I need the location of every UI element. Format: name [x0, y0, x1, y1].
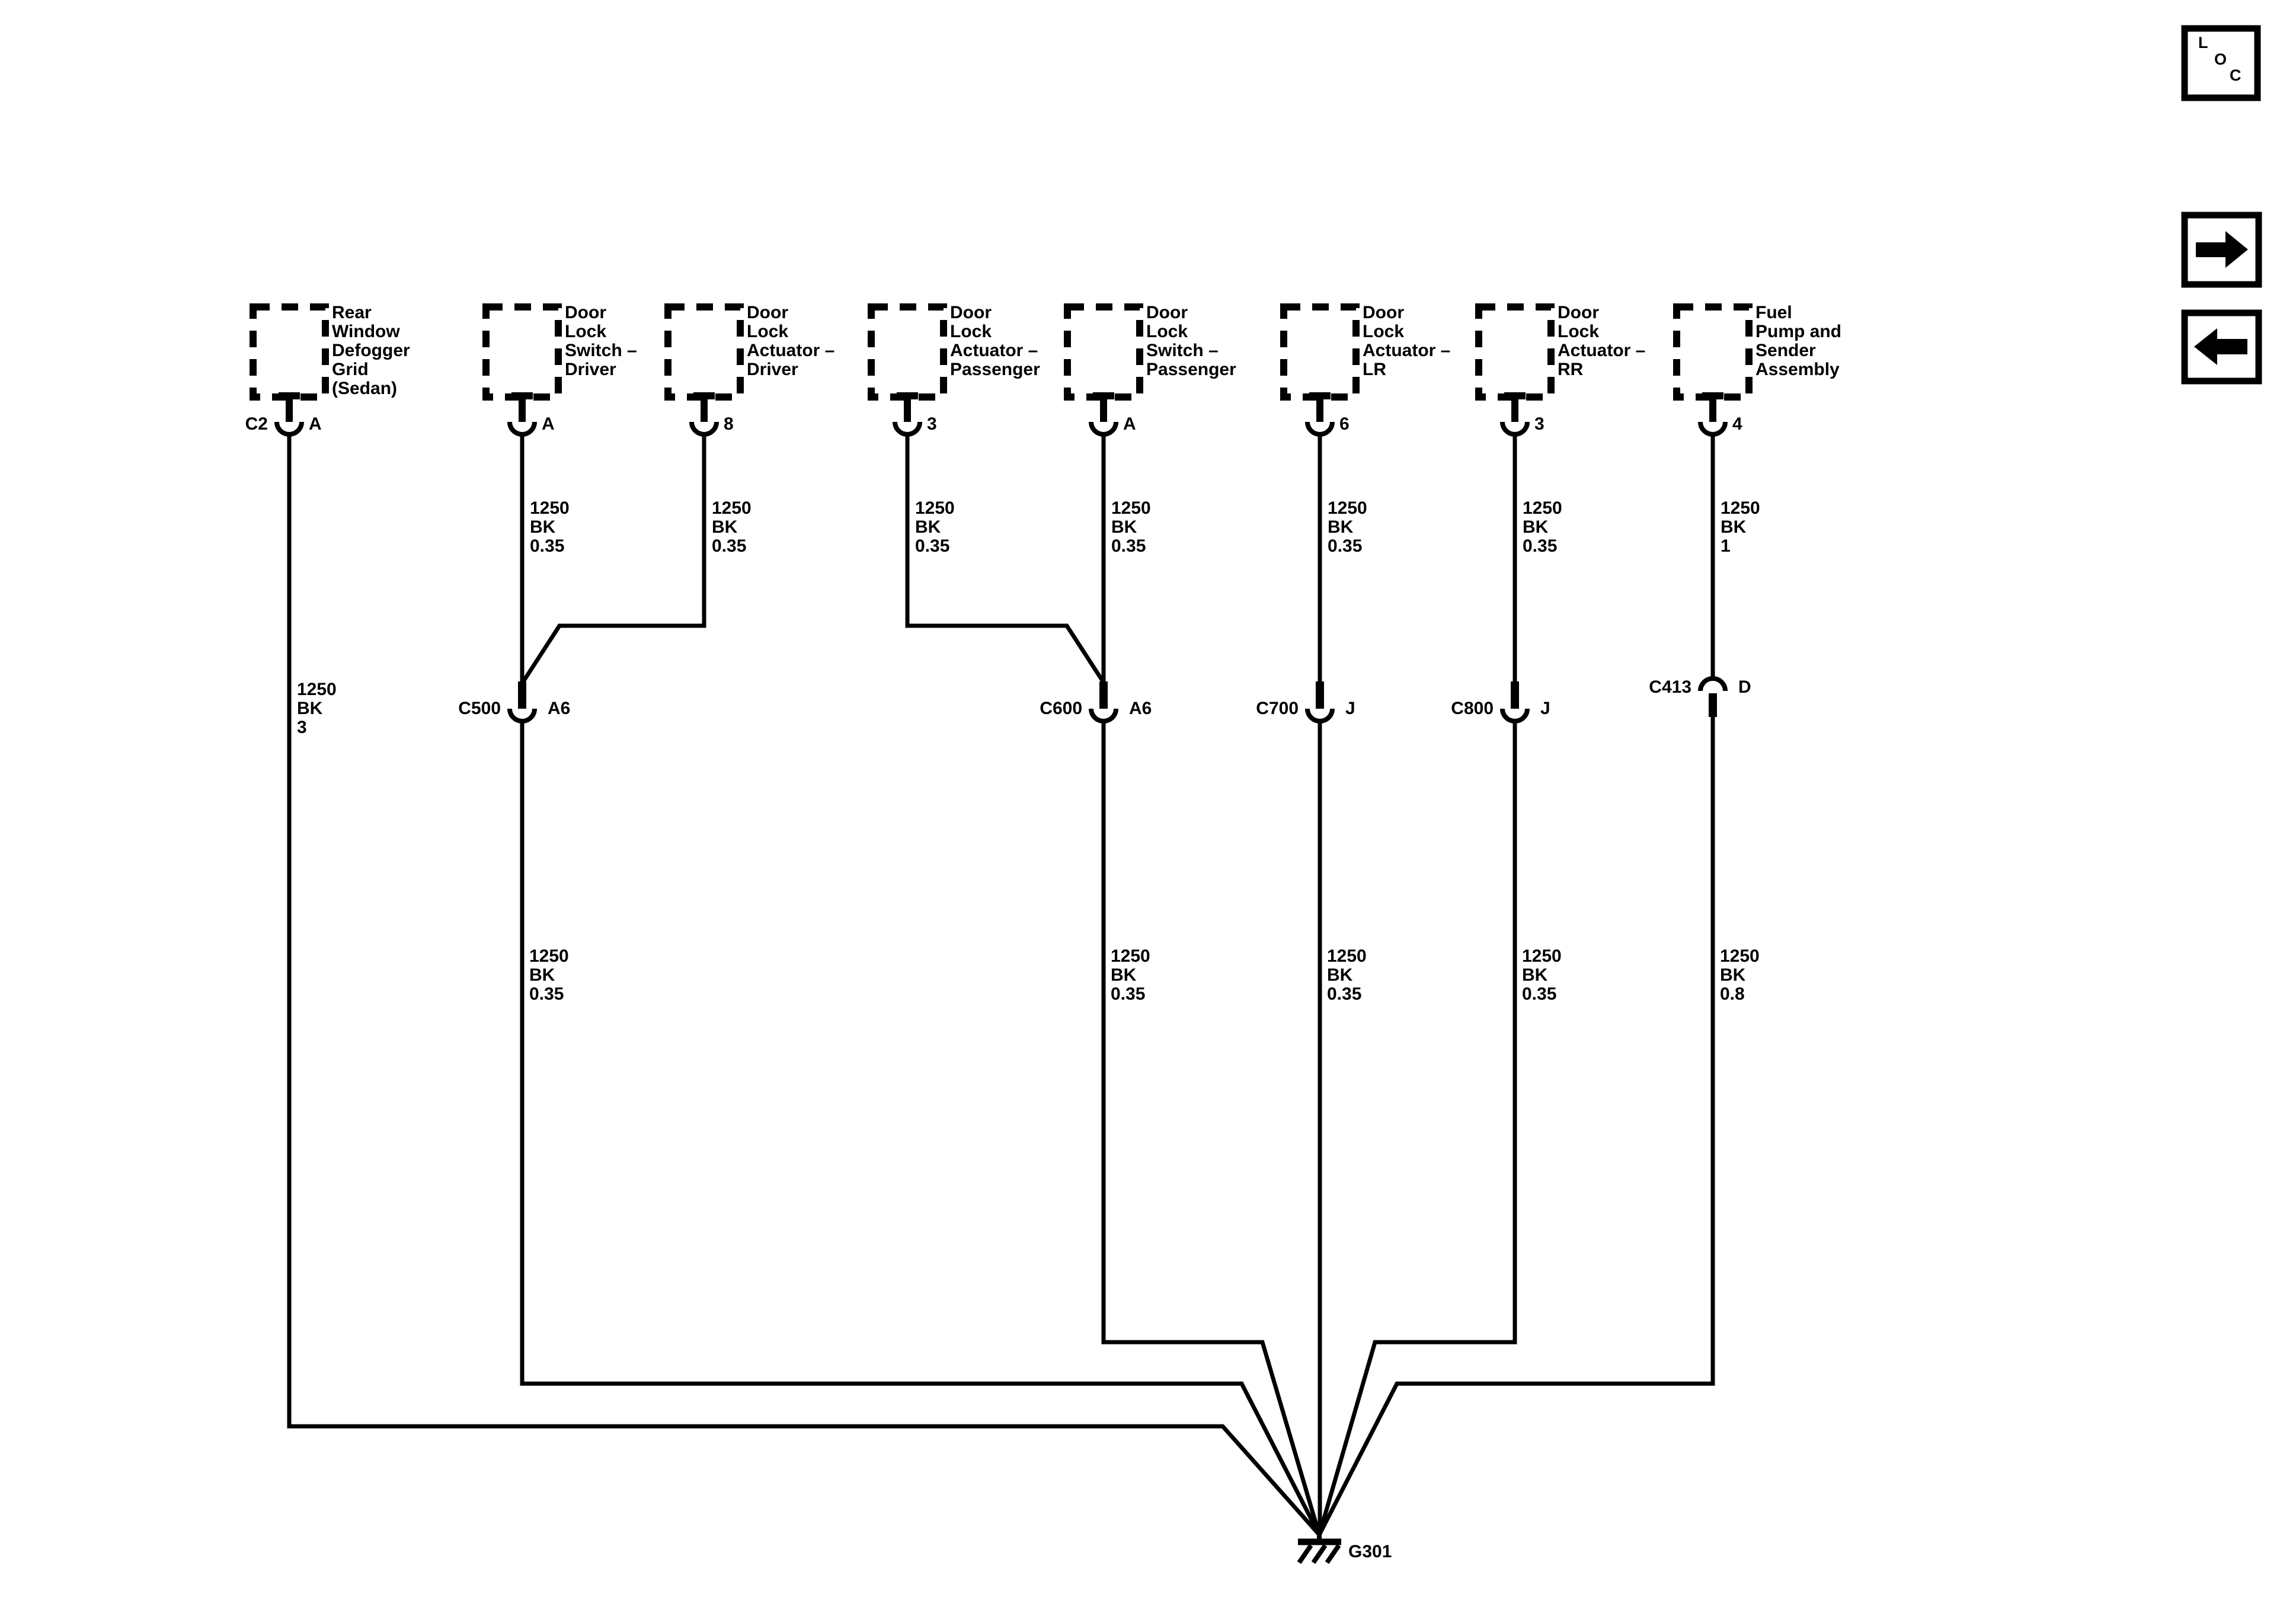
wire-c600-to-ground — [1101, 721, 1322, 1535]
component-label-door-lock-actuator-passenger: Door Lock Actuator – Passenger — [950, 303, 1040, 379]
loc-letter-c: C — [2230, 66, 2241, 84]
wire-label-l5: 1250 BK 0.8 — [1720, 946, 1760, 1004]
component-label-door-lock-switch-driver: Door Lock Switch – Driver — [565, 303, 637, 379]
wire-label-u5: 1250 BK 0.35 — [1111, 498, 1151, 556]
component-label-door-lock-switch-passenger: Door Lock Switch – Passenger — [1146, 303, 1236, 379]
c413-arc — [1698, 676, 1728, 692]
arrow-right-icon — [2196, 231, 2248, 268]
wire-label-u8: 1250 BK 1 — [1721, 498, 1760, 556]
connector-label-c2: C2 — [245, 414, 268, 434]
connector-label-c700: C700 — [1256, 699, 1299, 718]
wire-c500-to-ground — [520, 721, 1322, 1536]
component-box-rear-defogger — [250, 303, 329, 401]
inline-connector-stubs — [518, 681, 1717, 717]
component-box-door-lock-actuator-rr — [1475, 303, 1555, 401]
connector-label-c800: C800 — [1451, 699, 1494, 718]
pin-connector-arcs — [274, 421, 1728, 437]
pin-label-3: 8 — [724, 414, 734, 434]
cavity-label-c500: A6 — [548, 699, 571, 718]
wire-label-u6: 1250 BK 0.35 — [1328, 498, 1367, 556]
wire-c413-to-ground — [1317, 717, 1715, 1536]
pin-label-2: A — [542, 414, 555, 434]
wire-label-l2: 1250 BK 0.35 — [1111, 946, 1150, 1004]
component-label-fuel-pump: Fuel Pump and Sender Assembly — [1755, 303, 1842, 379]
wire-rear-defogger — [287, 434, 1321, 1537]
wire-label-u3: 1250 BK 0.35 — [712, 498, 752, 556]
loc-letter-o: O — [2214, 50, 2227, 68]
loc-letter-l: L — [2198, 34, 2208, 52]
ground-label: G301 — [1348, 1542, 1392, 1561]
wire-door-lock-actuator-driver — [522, 434, 706, 683]
component-box-fuel-pump — [1673, 303, 1753, 401]
wire-label-u2: 1250 BK 0.35 — [530, 498, 570, 556]
pin-label-4: 3 — [927, 414, 937, 434]
cavity-label-c700: J — [1345, 699, 1355, 718]
component-label-door-lock-actuator-driver: Door Lock Actuator – Driver — [747, 303, 835, 379]
wire-door-lock-actuator-passenger — [905, 434, 1105, 683]
component-box-door-lock-switch-driver — [482, 303, 562, 401]
arrow-left-icon — [2194, 328, 2247, 365]
component-box-door-lock-actuator-passenger — [868, 303, 947, 401]
connector-label-c413: C413 — [1649, 677, 1691, 697]
wire-label-l4: 1250 BK 0.35 — [1522, 946, 1562, 1004]
pin-label-1: A — [309, 414, 322, 434]
component-label-door-lock-actuator-rr: Door Lock Actuator – RR — [1558, 303, 1646, 379]
wire-label-u7: 1250 BK 0.35 — [1523, 498, 1562, 556]
component-box-door-lock-actuator-lr — [1280, 303, 1360, 401]
wire-label-l1: 1250 BK 0.35 — [529, 946, 569, 1004]
pin-label-5: A — [1123, 414, 1136, 434]
pin-label-7: 3 — [1534, 414, 1544, 434]
cavity-label-c413: D — [1738, 677, 1751, 697]
connector-label-c500: C500 — [458, 699, 501, 718]
ground-symbol — [1297, 1535, 1341, 1564]
next-page-button[interactable] — [2181, 212, 2262, 288]
loc-button-frame[interactable] — [2181, 25, 2261, 101]
wire-label-u4: 1250 BK 0.35 — [915, 498, 955, 556]
component-label-door-lock-actuator-lr: Door Lock Actuator – LR — [1363, 303, 1451, 379]
cavity-label-c800: J — [1540, 699, 1550, 718]
wire-label-l3: 1250 BK 0.35 — [1327, 946, 1367, 1004]
pin-stubs — [279, 392, 1723, 422]
component-box-door-lock-actuator-driver — [664, 303, 744, 401]
component-label-rear-defogger: Rear Window Defogger Grid (Sedan) — [332, 303, 410, 398]
cavity-label-c600: A6 — [1129, 699, 1152, 718]
wire-label-1250-bk-3: 1250 BK 3 — [297, 680, 337, 737]
component-box-door-lock-switch-passenger — [1064, 303, 1143, 401]
prev-page-button[interactable] — [2181, 309, 2262, 385]
pin-label-6: 6 — [1339, 414, 1350, 434]
wire-c800-to-ground — [1317, 721, 1517, 1535]
connector-label-c600: C600 — [1040, 699, 1082, 718]
wires-upper — [287, 434, 1715, 1537]
pin-label-8: 4 — [1732, 414, 1742, 434]
wires-lower — [520, 717, 1715, 1536]
